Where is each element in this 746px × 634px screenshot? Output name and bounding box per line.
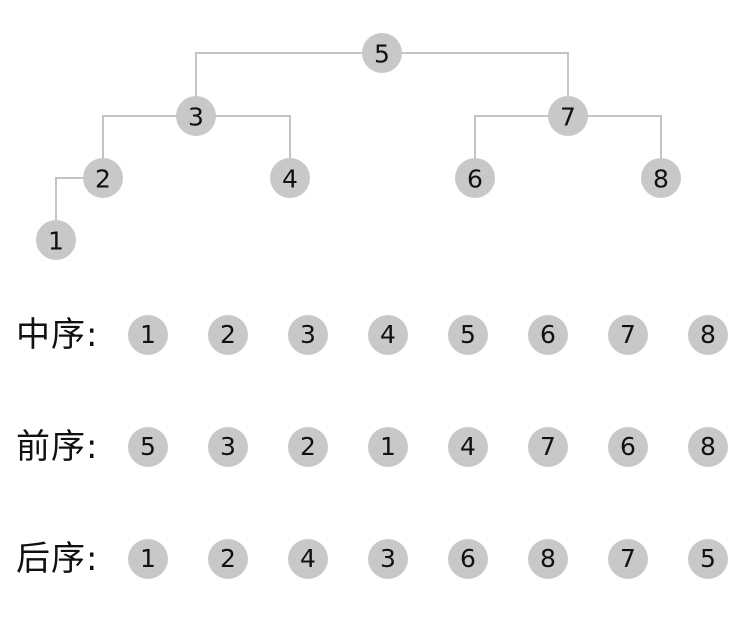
tree-node-label: 1 — [48, 227, 64, 256]
tree-node-circle — [36, 220, 76, 260]
tree-node-circle — [176, 96, 216, 136]
postorder-item: 7 — [608, 539, 648, 579]
postorder-item: 5 — [688, 539, 728, 579]
inorder-item: 6 — [528, 315, 568, 355]
tree-node-circle — [270, 158, 310, 198]
preorder-item: 5 — [128, 427, 168, 467]
tree-node-label: 7 — [560, 103, 576, 132]
tree-node-circle — [362, 33, 402, 73]
preorder-item: 1 — [368, 427, 408, 467]
tree-node-3: 3 — [176, 96, 216, 136]
tree-edge-n5-n7 — [382, 52, 569, 116]
preorder-item: 2 — [288, 427, 328, 467]
postorder-item: 2 — [208, 539, 248, 579]
preorder-item: 6 — [608, 427, 648, 467]
postorder-item: 8 — [528, 539, 568, 579]
preorder-item: 3 — [208, 427, 248, 467]
tree-node-label: 4 — [282, 165, 298, 194]
tree-node-label: 8 — [653, 165, 669, 194]
tree-node-2: 2 — [83, 158, 123, 198]
tree-node-label: 5 — [374, 40, 390, 69]
tree-edge-n5-n3 — [195, 52, 382, 116]
inorder-item: 2 — [208, 315, 248, 355]
inorder-item: 1 — [128, 315, 168, 355]
binary-tree-diagram: 5 3 7 2 4 6 8 1 — [36, 33, 681, 260]
postorder-item: 1 — [128, 539, 168, 579]
tree-node-label: 2 — [95, 165, 111, 194]
postorder-item: 6 — [448, 539, 488, 579]
tree-node-circle — [83, 158, 123, 198]
tree-node-7: 7 — [548, 96, 588, 136]
preorder-item: 4 — [448, 427, 488, 467]
preorder-item: 8 — [688, 427, 728, 467]
traversal-label-preorder: 前序: — [16, 427, 99, 467]
inorder-item: 7 — [608, 315, 648, 355]
tree-node-4: 4 — [270, 158, 310, 198]
inorder-item: 5 — [448, 315, 488, 355]
tree-node-8: 8 — [641, 158, 681, 198]
postorder-item: 3 — [368, 539, 408, 579]
traversal-label-postorder: 后序: — [16, 539, 99, 579]
tree-edge-n7-n6 — [474, 115, 568, 178]
preorder-item: 7 — [528, 427, 568, 467]
traversal-label-inorder: 中序: — [16, 315, 99, 355]
tree-node-circle — [455, 158, 495, 198]
tree-node-circle — [548, 96, 588, 136]
tree-node-5: 5 — [362, 33, 402, 73]
postorder-item: 4 — [288, 539, 328, 579]
tree-node-1: 1 — [36, 220, 76, 260]
tree-node-label: 6 — [467, 165, 483, 194]
tree-node-label: 3 — [188, 103, 204, 132]
tree-node-6: 6 — [455, 158, 495, 198]
inorder-item: 3 — [288, 315, 328, 355]
tree-edge-n3-n2 — [102, 115, 196, 178]
inorder-item: 4 — [368, 315, 408, 355]
tree-edge-n7-n8 — [568, 115, 662, 178]
inorder-item: 8 — [688, 315, 728, 355]
tree-node-circle — [641, 158, 681, 198]
tree-edge-n3-n4 — [196, 115, 291, 178]
